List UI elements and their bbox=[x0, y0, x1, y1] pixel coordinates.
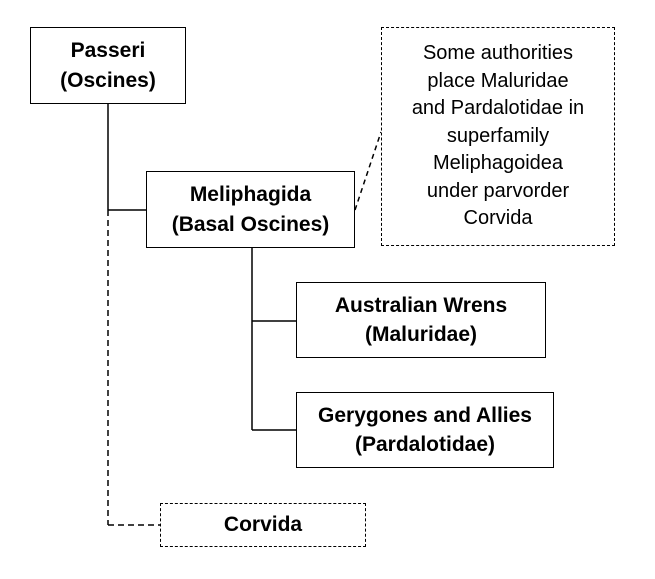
note-line: Meliphagoidea bbox=[432, 152, 564, 175]
node-meliphagida-name: Meliphagida bbox=[189, 183, 312, 207]
note-line: place Maluridae bbox=[427, 69, 569, 92]
note-box: Some authorities place Maluridae and Par… bbox=[381, 27, 615, 246]
note-line: and Pardalotidae in bbox=[411, 97, 585, 120]
node-passeri-alt-name: (Oscines) bbox=[60, 68, 156, 92]
note-line: superfamily bbox=[446, 124, 550, 147]
node-meliphagida: Meliphagida (Basal Oscines) bbox=[146, 171, 355, 248]
node-maluridae-name: Australian Wrens bbox=[334, 293, 508, 317]
node-maluridae-alt-name: (Maluridae) bbox=[364, 323, 477, 346]
node-maluridae: Australian Wrens (Maluridae) bbox=[296, 282, 546, 358]
node-pardalotidae-alt-name: (Pardalotidae) bbox=[354, 433, 496, 456]
node-meliphagida-alt-name: (Basal Oscines) bbox=[171, 212, 330, 236]
node-passeri: Passeri (Oscines) bbox=[30, 27, 186, 104]
node-pardalotidae: Gerygones and Allies (Pardalotidae) bbox=[296, 392, 554, 468]
connector-note-to-meliphagida bbox=[354, 131, 382, 211]
note-line: Corvida bbox=[463, 207, 533, 230]
node-pardalotidae-name: Gerygones and Allies bbox=[318, 403, 532, 427]
note-line: Some authorities bbox=[422, 41, 574, 64]
node-passeri-name: Passeri bbox=[70, 39, 146, 63]
note-line: under parvorder bbox=[426, 179, 570, 202]
node-corvida: Corvida bbox=[160, 503, 366, 547]
node-corvida-name: Corvida bbox=[223, 513, 303, 537]
